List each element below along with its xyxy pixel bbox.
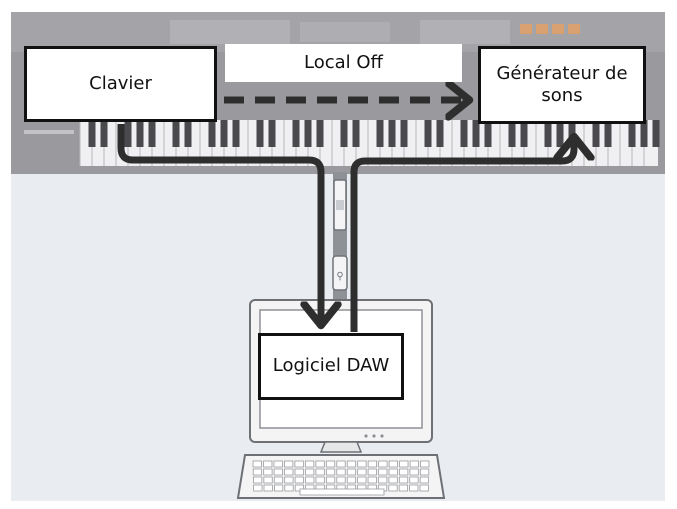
daw-software-label-box: Logiciel DAW [258, 333, 404, 400]
sound-generator-label-box: Générateur de sons [478, 46, 646, 124]
computer-keyboard-icon [236, 454, 446, 499]
usb-cable-icon: ⚲ [332, 172, 348, 304]
keyboard-label-box: Clavier [24, 46, 217, 122]
daw-to-sound-generator-arrow [350, 138, 574, 332]
local-off-label-box: Local Off [225, 44, 462, 82]
keyboard-label: Clavier [89, 72, 152, 94]
sound-generator-label: Générateur de sons [496, 62, 628, 107]
daw-software-label: Logiciel DAW [272, 355, 390, 377]
keyboard-to-daw-arrow [117, 124, 321, 324]
svg-text:⚲: ⚲ [336, 271, 343, 282]
local-off-label: Local Off [304, 51, 383, 73]
